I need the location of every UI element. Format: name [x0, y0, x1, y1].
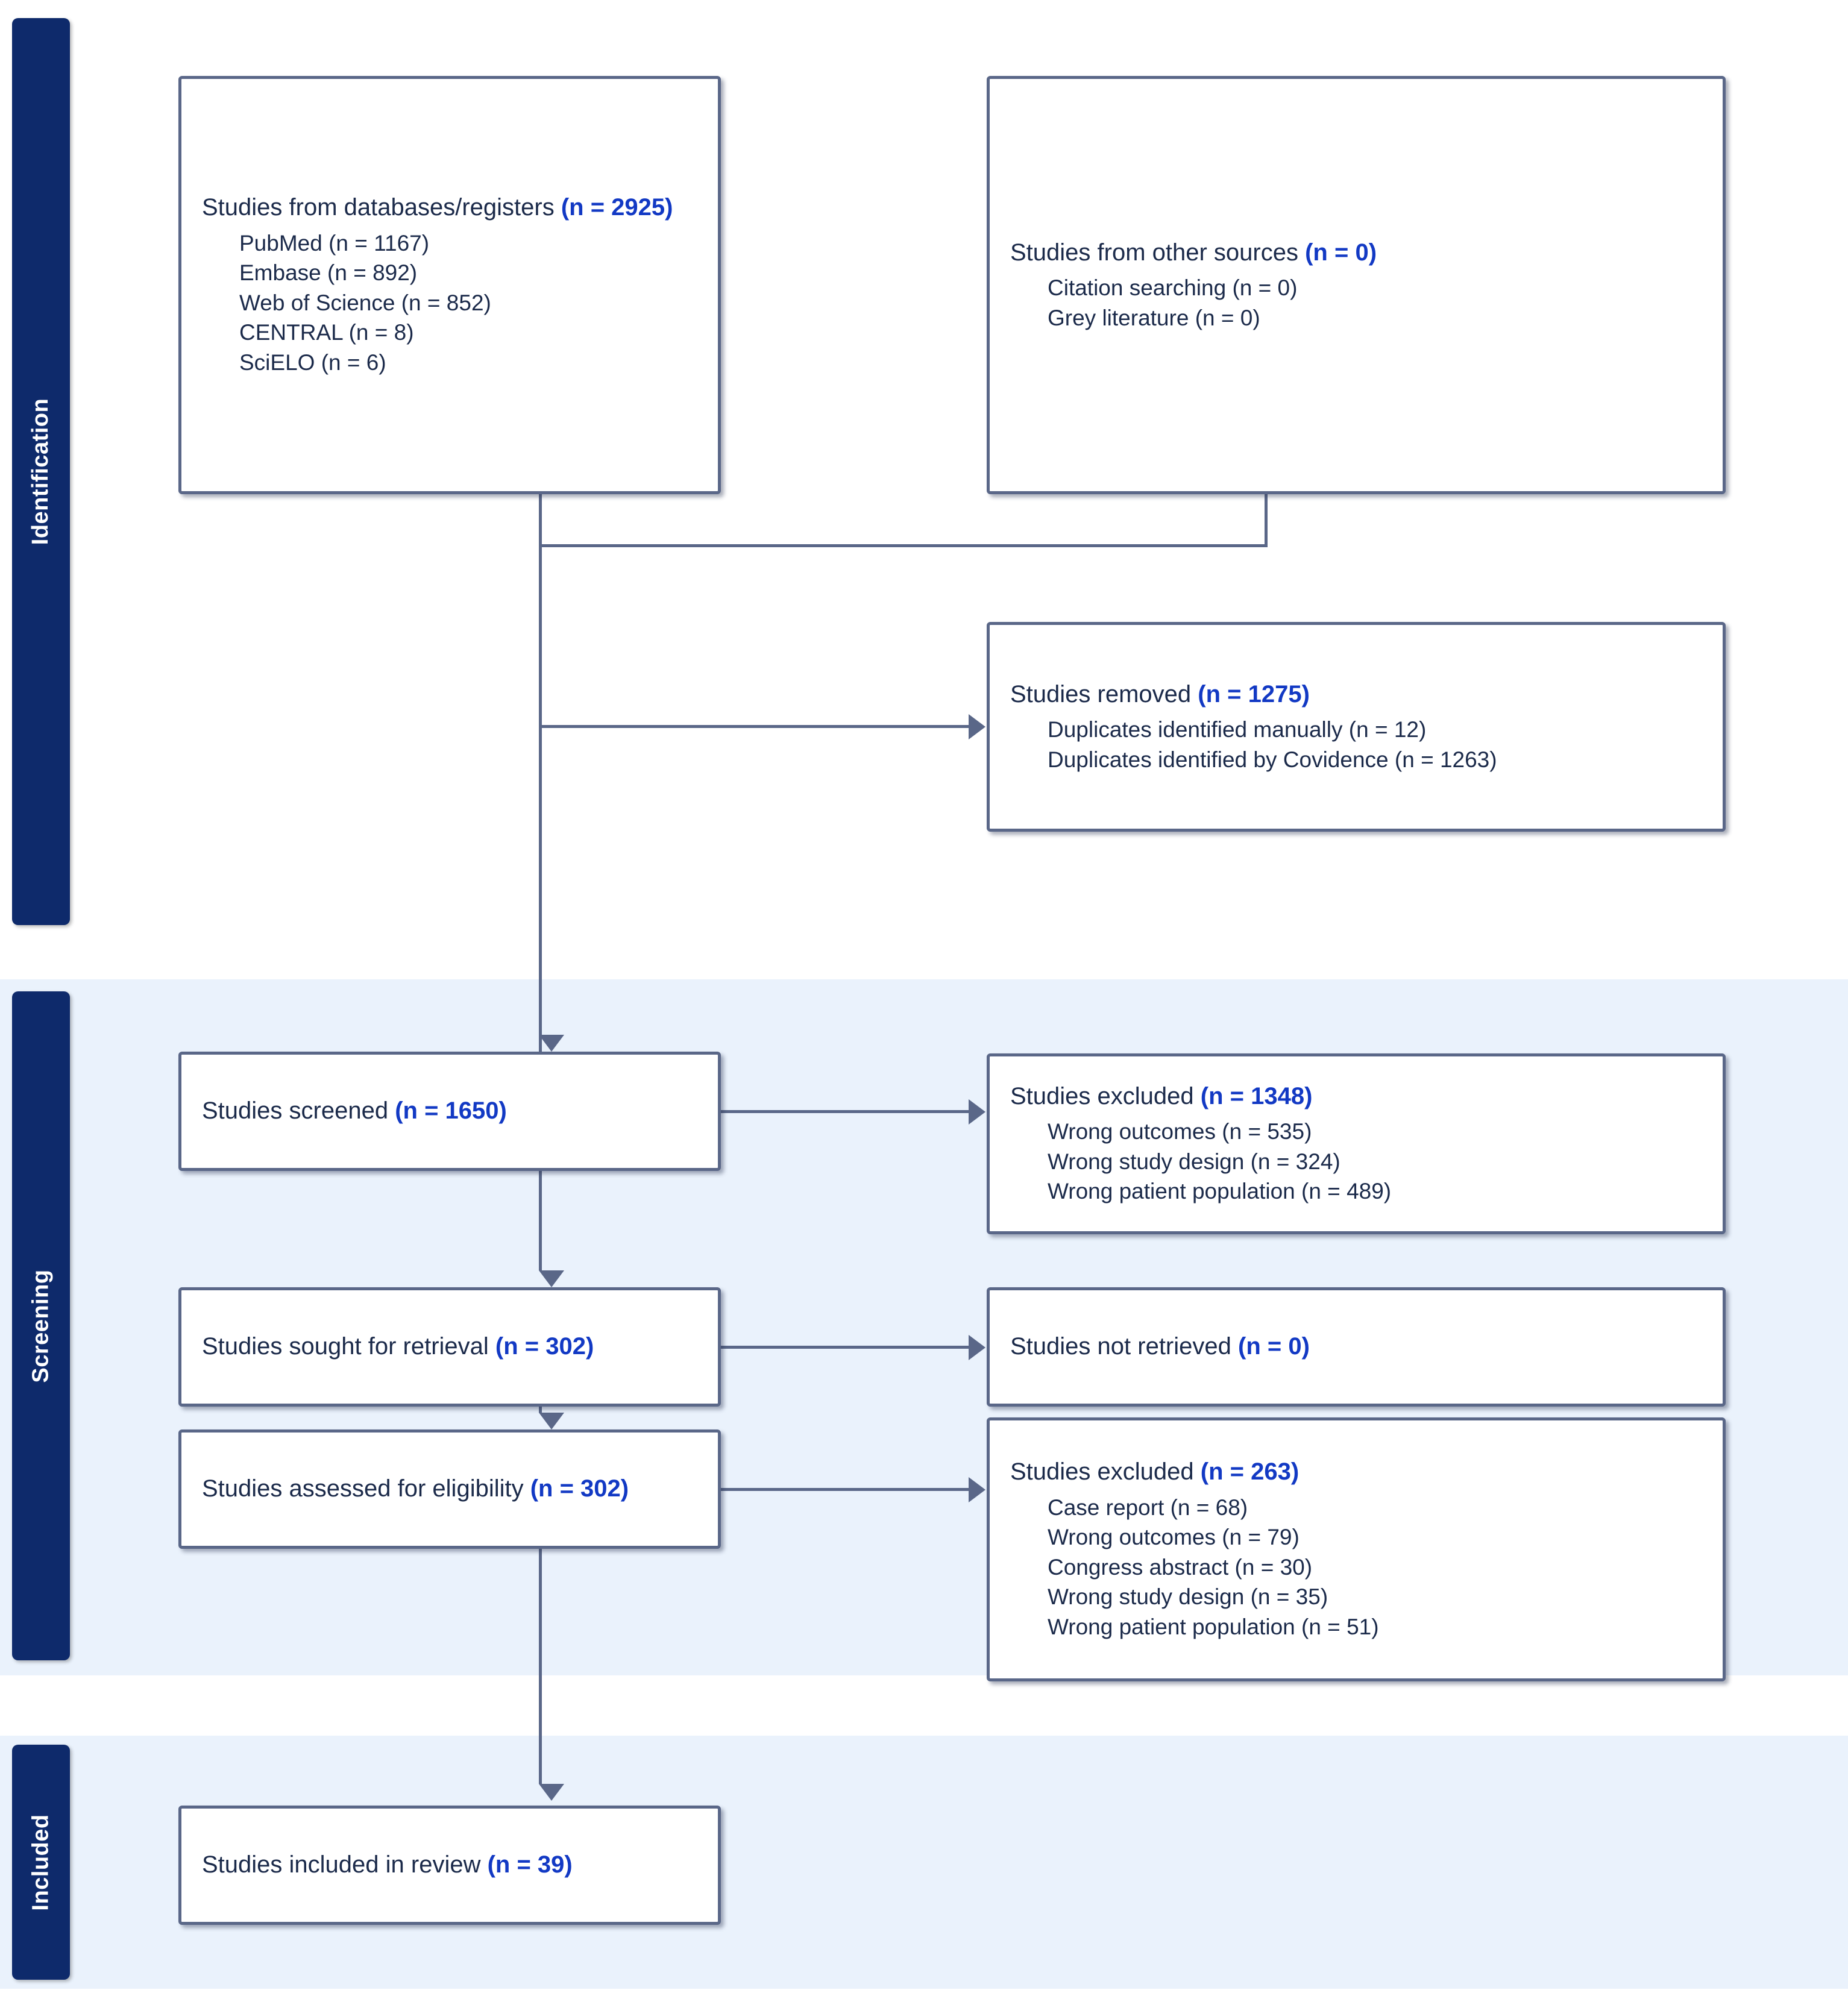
list-item: SciELO (n = 6)	[239, 350, 386, 375]
connector-to-not-retrieved	[721, 1346, 969, 1349]
box-studies-screened: Studies screened (n = 1650)	[178, 1052, 721, 1171]
box-studies-assessed-for-eligibility: Studies assessed for eligibility (n = 30…	[178, 1429, 721, 1549]
stage-label-screening: Screening	[12, 991, 70, 1660]
box-screened-count: (n = 1650)	[395, 1097, 507, 1125]
box-sought-title: Studies sought for retrieval (n = 302)	[202, 1333, 594, 1360]
box-studies-excluded-screening: Studies excluded (n = 1348) Wrong outcom…	[987, 1053, 1726, 1234]
stage-label-included-text: Included	[28, 1813, 54, 1911]
box-removed-sublist: Duplicates identified manually (n = 12) …	[1010, 715, 1702, 774]
connector-databases-down	[539, 494, 542, 547]
arrow-to-included-icon	[539, 1784, 564, 1801]
box-studies-included-in-review: Studies included in review (n = 39)	[178, 1806, 721, 1925]
arrow-to-sought-icon	[539, 1270, 564, 1287]
list-item: Grey literature (n = 0)	[1048, 305, 1260, 330]
box-sought-count: (n = 302)	[495, 1333, 594, 1360]
box-removed-count: (n = 1275)	[1198, 680, 1310, 708]
box-studies-from-other-sources: Studies from other sources (n = 0) Citat…	[987, 76, 1726, 494]
list-item: Duplicates identified manually (n = 12)	[1048, 717, 1427, 742]
connector-to-removed	[539, 725, 969, 728]
connector-to-excluded-eligibility	[721, 1488, 969, 1491]
box-studies-from-databases: Studies from databases/registers (n = 29…	[178, 76, 721, 494]
box-excluded-eligibility-sublist: Case report (n = 68) Wrong outcomes (n =…	[1010, 1493, 1702, 1642]
box-removed-title: Studies removed (n = 1275)	[1010, 680, 1310, 708]
connector-sought-to-assessed	[539, 1407, 542, 1413]
box-studies-removed: Studies removed (n = 1275) Duplicates id…	[987, 622, 1726, 832]
list-item: Embase (n = 892)	[239, 260, 418, 286]
arrow-to-excluded-screening-icon	[969, 1099, 985, 1125]
stage-label-identification: Identification	[12, 18, 70, 925]
box-excluded-eligibility-title: Studies excluded (n = 263)	[1010, 1458, 1300, 1486]
list-item: Congress abstract (n = 30)	[1048, 1554, 1313, 1580]
box-databases-count: (n = 2925)	[561, 194, 673, 221]
box-studies-excluded-eligibility: Studies excluded (n = 263) Case report (…	[987, 1417, 1726, 1681]
connector-assessed-to-included	[539, 1549, 542, 1784]
list-item: Wrong patient population (n = 489)	[1048, 1179, 1392, 1204]
box-assessed-count: (n = 302)	[530, 1475, 629, 1502]
box-included-count: (n = 39)	[487, 1851, 573, 1878]
box-other-sources-count: (n = 0)	[1305, 239, 1377, 266]
box-databases-title: Studies from databases/registers (n = 29…	[202, 194, 673, 221]
list-item: Wrong patient population (n = 51)	[1048, 1614, 1379, 1639]
list-item: Web of Science (n = 852)	[239, 290, 491, 315]
arrow-to-not-retrieved-icon	[969, 1335, 985, 1360]
box-excluded-screening-title: Studies excluded (n = 1348)	[1010, 1083, 1313, 1110]
box-databases-sublist: PubMed (n = 1167) Embase (n = 892) Web o…	[202, 228, 697, 378]
list-item: Citation searching (n = 0)	[1048, 275, 1298, 301]
connector-merge-horizontal	[539, 544, 1268, 547]
arrow-to-screened-icon	[539, 1035, 564, 1052]
box-other-sources-title: Studies from other sources (n = 0)	[1010, 239, 1377, 266]
box-assessed-title: Studies assessed for eligibility (n = 30…	[202, 1475, 629, 1502]
stage-label-identification-text: Identification	[28, 398, 54, 545]
stage-label-included: Included	[12, 1745, 70, 1980]
arrow-to-removed-icon	[969, 714, 985, 739]
box-screened-title: Studies screened (n = 1650)	[202, 1097, 507, 1125]
box-excluded-eligibility-count: (n = 263)	[1200, 1458, 1300, 1486]
list-item: Wrong study design (n = 35)	[1048, 1584, 1328, 1610]
list-item: Wrong outcomes (n = 535)	[1048, 1119, 1312, 1144]
stage-label-screening-text: Screening	[28, 1269, 54, 1383]
connector-other-sources-down	[1265, 494, 1268, 547]
box-excluded-screening-count: (n = 1348)	[1200, 1083, 1313, 1110]
arrow-to-excluded-eligibility-icon	[969, 1477, 985, 1502]
box-studies-not-retrieved: Studies not retrieved (n = 0)	[987, 1287, 1726, 1407]
connector-screened-to-sought	[539, 1171, 542, 1270]
box-not-retrieved-count: (n = 0)	[1238, 1333, 1310, 1360]
connector-to-excluded-screening	[721, 1110, 969, 1113]
box-excluded-screening-sublist: Wrong outcomes (n = 535) Wrong study des…	[1010, 1117, 1702, 1207]
connector-main-vertical	[539, 544, 542, 1052]
box-included-title: Studies included in review (n = 39)	[202, 1851, 573, 1878]
box-not-retrieved-title: Studies not retrieved (n = 0)	[1010, 1333, 1310, 1360]
list-item: Wrong outcomes (n = 79)	[1048, 1525, 1300, 1550]
list-item: Wrong study design (n = 324)	[1048, 1149, 1340, 1174]
list-item: PubMed (n = 1167)	[239, 230, 430, 256]
box-studies-sought-for-retrieval: Studies sought for retrieval (n = 302)	[178, 1287, 721, 1407]
list-item: Case report (n = 68)	[1048, 1495, 1248, 1520]
box-other-sources-sublist: Citation searching (n = 0) Grey literatu…	[1010, 273, 1702, 333]
arrow-to-assessed-icon	[539, 1413, 564, 1429]
list-item: CENTRAL (n = 8)	[239, 320, 414, 345]
list-item: Duplicates identified by Covidence (n = …	[1048, 747, 1497, 772]
